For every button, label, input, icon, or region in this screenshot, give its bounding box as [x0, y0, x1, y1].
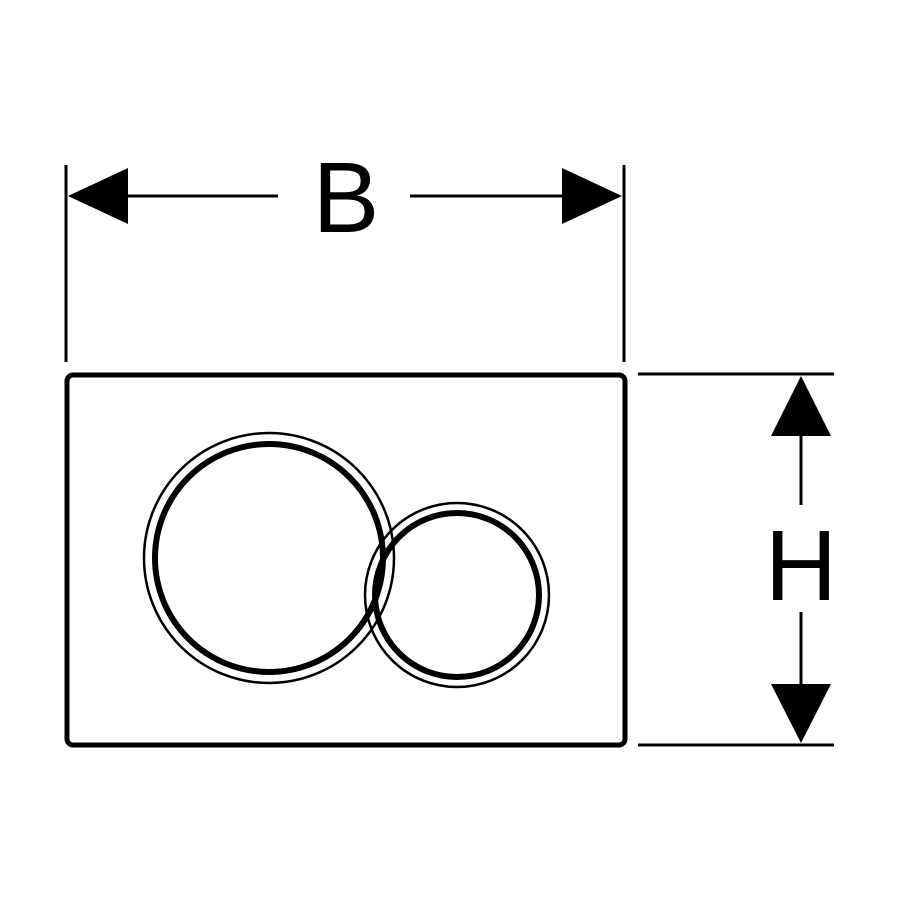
large-flush-button: [142, 431, 396, 685]
plate-outline: [64, 372, 628, 748]
width-arrowhead-right: [562, 168, 622, 224]
large-button-inner-ring: [152, 441, 386, 675]
height-dimension: H: [638, 372, 837, 747]
height-arrowhead-bottom: [771, 684, 831, 743]
small-flush-button: [363, 501, 551, 689]
height-label: H: [765, 510, 837, 622]
width-dimension: B: [64, 142, 626, 362]
width-label: B: [313, 142, 380, 254]
width-arrowhead-left: [68, 168, 128, 224]
small-button-outer-ring: [363, 501, 551, 689]
height-arrowhead-top: [771, 376, 831, 436]
small-button-inner-ring: [372, 510, 542, 680]
large-button-outer-ring: [142, 431, 396, 685]
